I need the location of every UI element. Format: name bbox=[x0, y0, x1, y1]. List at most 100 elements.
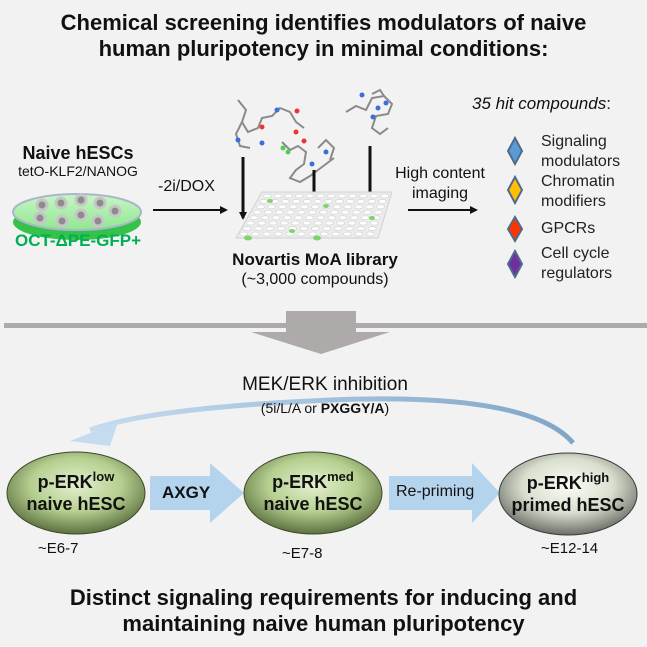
plate-well bbox=[378, 199, 388, 204]
plate-well bbox=[278, 204, 287, 210]
library-subtitle: (~3,000 compounds) bbox=[241, 271, 389, 288]
plate-well bbox=[341, 209, 350, 215]
petri-dish-icon bbox=[12, 193, 142, 240]
hits-title: 35 hit compounds: bbox=[472, 94, 611, 113]
plate-well bbox=[257, 220, 267, 226]
state-ellipse-med bbox=[243, 451, 383, 535]
plate-well bbox=[332, 204, 342, 210]
plate-well bbox=[342, 231, 352, 237]
state-label-high: p-ERKhigh primed hESC bbox=[511, 470, 625, 515]
footer-line-2: maintaining naive human pluripotency bbox=[122, 611, 525, 636]
plate-well bbox=[331, 231, 341, 237]
molecule-icon-3 bbox=[345, 88, 394, 136]
library-title: Novartis MoA library bbox=[232, 250, 398, 269]
plate-well bbox=[327, 215, 337, 221]
step1-label: -2i/DOX bbox=[158, 178, 215, 195]
plate-well bbox=[345, 226, 354, 231]
diamond-icon-gpcr bbox=[506, 215, 524, 243]
plate-well bbox=[322, 226, 332, 231]
plate-well bbox=[305, 193, 315, 199]
transition-arrow-repriming bbox=[389, 463, 500, 523]
plate-well bbox=[324, 199, 334, 204]
plate-well bbox=[288, 204, 298, 210]
plate-well bbox=[263, 209, 273, 215]
state-label-med: p-ERKmed naive hESC bbox=[263, 469, 363, 514]
plate-well bbox=[305, 215, 314, 221]
plate-well bbox=[279, 220, 289, 226]
plate-well bbox=[250, 231, 260, 237]
plate-well bbox=[273, 193, 283, 199]
plate-well bbox=[311, 226, 320, 231]
step2-line-2: imaging bbox=[411, 185, 469, 202]
plate-well bbox=[294, 193, 304, 199]
plate-well bbox=[276, 226, 286, 231]
plate-well bbox=[376, 204, 385, 210]
stage-label-low: ~E6-7 bbox=[38, 540, 79, 557]
plate-well bbox=[239, 231, 249, 237]
transition-arrow-axgy bbox=[150, 463, 244, 523]
plate-well bbox=[273, 231, 283, 237]
plate-well bbox=[369, 220, 379, 226]
plate-well bbox=[271, 215, 281, 221]
plate-well bbox=[296, 231, 306, 237]
plate-well bbox=[358, 193, 368, 199]
plate-well bbox=[265, 226, 275, 231]
cells-label: Naive hESCs tetO-KLF2/NANOG bbox=[0, 143, 156, 180]
plate-well bbox=[281, 199, 290, 204]
plate-well bbox=[291, 220, 300, 226]
plate-well bbox=[308, 231, 318, 237]
plate-well bbox=[354, 204, 364, 210]
plate-well bbox=[333, 226, 343, 231]
plate-well bbox=[296, 209, 306, 215]
plate-well bbox=[354, 231, 364, 237]
diamond-icon-signaling bbox=[506, 135, 524, 167]
stage-label-high: ~E12-14 bbox=[541, 540, 599, 557]
plate-well bbox=[319, 231, 329, 237]
plate-well bbox=[356, 199, 366, 204]
plate-well bbox=[347, 220, 357, 226]
plate-well bbox=[336, 220, 345, 226]
plate-well bbox=[337, 193, 347, 199]
plate-well bbox=[302, 199, 312, 204]
plate-well bbox=[256, 204, 265, 210]
step2-label: High content imaging bbox=[390, 164, 490, 204]
header-line-1: Chemical screening identifies modulators… bbox=[60, 10, 587, 35]
molecule-icon-1 bbox=[234, 99, 305, 149]
transition-label-repriming: Re-priming bbox=[396, 483, 475, 500]
plate-well bbox=[246, 220, 255, 226]
plate-well bbox=[358, 220, 368, 226]
cells-subtitle: tetO-KLF2/NANOG bbox=[18, 163, 138, 179]
plate-well bbox=[343, 204, 353, 210]
plate-well bbox=[274, 209, 284, 215]
plate-well bbox=[284, 193, 294, 199]
plate-well bbox=[252, 209, 262, 215]
plate-well bbox=[374, 209, 383, 215]
plate-well bbox=[380, 193, 390, 199]
plate-well bbox=[365, 204, 375, 210]
hit-category-gpcr: GPCRs bbox=[541, 220, 596, 237]
transition-label-axgy: AXGY bbox=[162, 483, 211, 502]
plate-well bbox=[316, 215, 326, 221]
plate-well bbox=[348, 193, 358, 199]
plate-well bbox=[260, 215, 270, 221]
hits-title-text: 35 hit compounds bbox=[472, 94, 607, 113]
plate-well bbox=[338, 215, 348, 221]
footer-title: Distinct signaling requirements for indu… bbox=[0, 585, 647, 637]
diamond-icon-cellcycle bbox=[506, 248, 524, 280]
plate-well bbox=[262, 231, 272, 237]
plate-well bbox=[285, 209, 295, 215]
plate-well bbox=[356, 226, 366, 231]
hit-category-diamonds bbox=[506, 135, 524, 280]
plate-well bbox=[249, 215, 259, 221]
stage-label-med: ~E7-8 bbox=[282, 545, 323, 562]
reporter-label: OCT-ΔPE-GFP+ bbox=[14, 231, 142, 250]
plate-well bbox=[324, 220, 334, 226]
footer-line-1: Distinct signaling requirements for indu… bbox=[69, 585, 578, 610]
plate-well bbox=[262, 193, 272, 199]
plate-well bbox=[254, 226, 263, 231]
plate-well bbox=[345, 199, 355, 204]
plate-well bbox=[363, 209, 372, 215]
